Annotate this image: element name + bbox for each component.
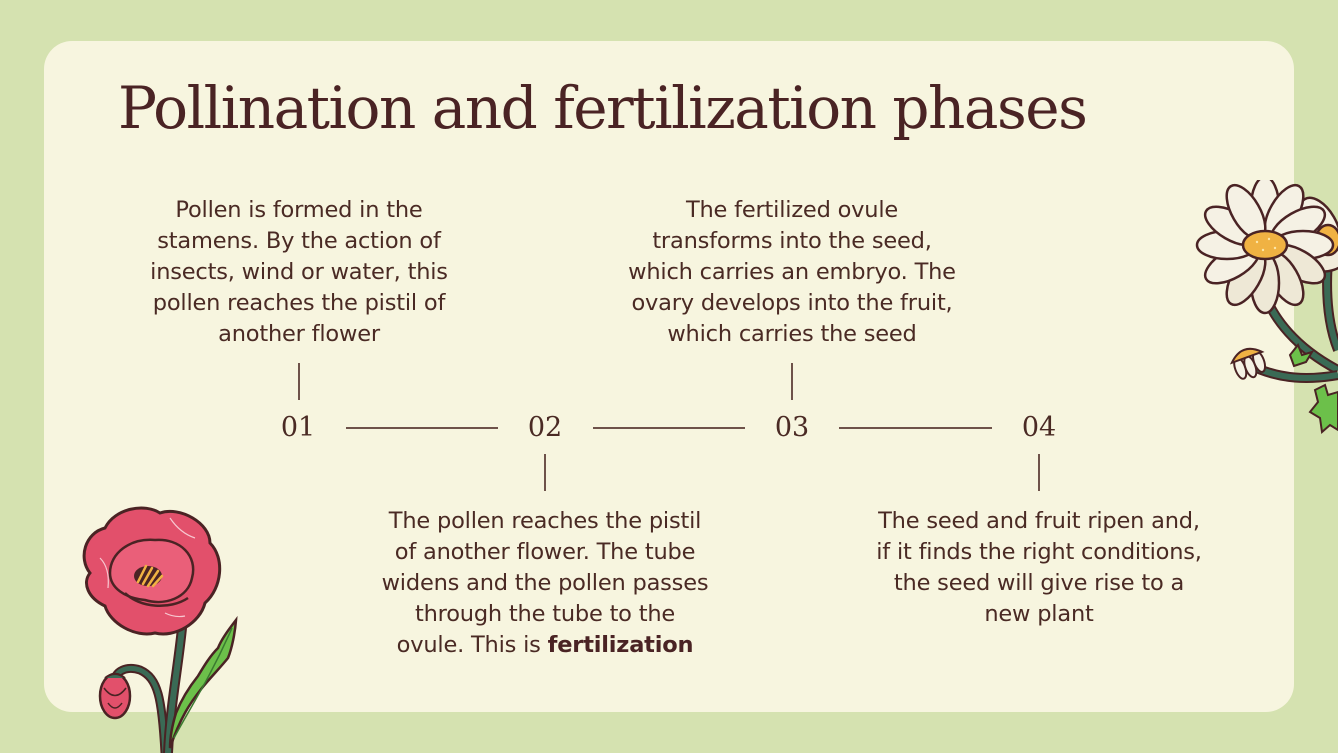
phase-02-line: through the tube to the: [414, 601, 676, 627]
phase-04-connector: [1038, 454, 1040, 491]
phase-03-number: 03: [774, 412, 810, 443]
phase-02-line-last: ovule. This is fertilization: [346, 630, 744, 661]
phase-04-line: new plant: [984, 601, 1094, 627]
phase-02-number: 02: [527, 412, 563, 443]
phase-04-description: The seed and fruit ripen and, if it find…: [839, 506, 1239, 630]
phase-03-line: which carries an embryo. The: [628, 259, 956, 285]
phase-01-line: Pollen is formed in the: [175, 197, 423, 223]
fertilization-term: fertilization: [547, 632, 694, 658]
phase-02-line: widens and the pollen passes: [381, 570, 709, 596]
phase-02-connector: [544, 454, 546, 491]
timeline-segment-1: [346, 427, 498, 429]
timeline-segment-3: [839, 427, 992, 429]
phase-04-line: if it finds the right conditions,: [876, 539, 1202, 565]
phase-01-line: stamens. By the action of: [157, 228, 441, 254]
phase-02-line: The pollen reaches the pistil: [388, 508, 702, 534]
phase-01-number: 01: [280, 412, 316, 443]
phase-03-line: ovary develops into the fruit,: [631, 290, 953, 316]
phase-02-line: of another flower. The tube: [394, 539, 696, 565]
phase-04-line: the seed will give rise to a: [893, 570, 1185, 596]
phase-02-line-prefix: ovule. This is: [396, 632, 548, 658]
phase-03-line: which carries the seed: [667, 321, 917, 347]
phase-03-line: transforms into the seed,: [652, 228, 932, 254]
phase-03-line: The fertilized ovule: [685, 197, 899, 223]
phase-03-description: The fertilized ovule transforms into the…: [592, 195, 992, 350]
phase-03-connector: [791, 363, 793, 400]
slide-card: [44, 41, 1294, 712]
phase-01-line: pollen reaches the pistil of: [152, 290, 446, 316]
poppy-flower-icon: [82, 506, 238, 753]
timeline-segment-2: [593, 427, 745, 429]
phase-01-line: another flower: [218, 321, 380, 347]
phase-04-line: The seed and fruit ripen and,: [878, 508, 1200, 534]
daisy-flowers-icon: [1195, 180, 1338, 434]
phase-01-connector: [298, 363, 300, 400]
phase-04-number: 04: [1021, 412, 1057, 443]
phase-01-line: insects, wind or water, this: [150, 259, 448, 285]
phase-02-description: The pollen reaches the pistil of another…: [346, 506, 744, 661]
phase-01-description: Pollen is formed in the stamens. By the …: [120, 195, 478, 350]
slide-title: Pollination and fertilization phases: [118, 74, 1088, 142]
